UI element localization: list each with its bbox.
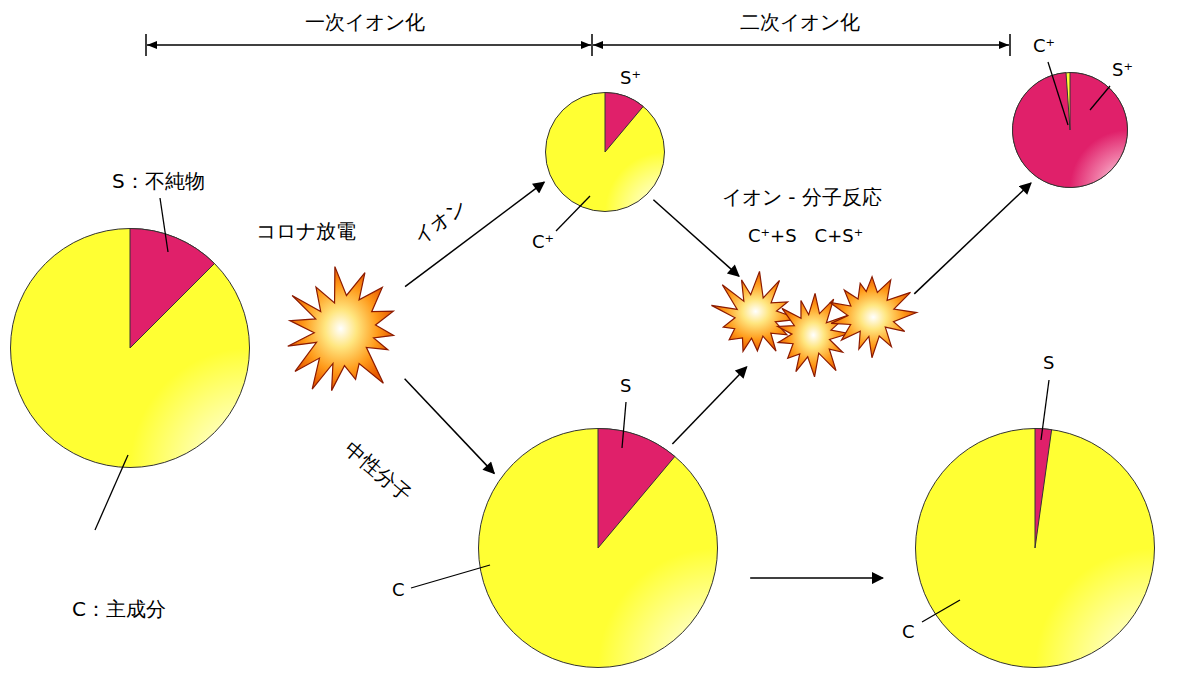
flow-arrow xyxy=(672,367,746,444)
impurity-wedge xyxy=(1012,73,1127,188)
pie-shape xyxy=(10,228,250,468)
main-component-area xyxy=(1013,73,1128,188)
bracket-tick xyxy=(591,34,593,56)
impurity-wedge xyxy=(598,429,675,549)
node-label: C：主成分 xyxy=(72,598,166,621)
node-label: C⁺ xyxy=(532,232,554,253)
node-label: イオン - 分子反応 xyxy=(722,186,882,209)
leader-line xyxy=(411,565,490,588)
pie-chart: S：不純物C：主成分 xyxy=(10,228,250,468)
pie-shape xyxy=(915,428,1155,668)
burst-star xyxy=(288,267,394,391)
bracket-arrowhead xyxy=(999,41,1009,49)
bracket-line xyxy=(593,44,1009,46)
flow-arrow xyxy=(750,577,883,579)
discharge-burst: イオン - 分子反応C⁺+S C+S⁺ xyxy=(705,268,920,372)
pie-shape xyxy=(545,92,665,212)
bracket-arrowhead xyxy=(147,41,157,49)
edge-label: 中性分子 xyxy=(338,436,417,508)
flow-arrow xyxy=(405,379,495,474)
bracket-arrowhead xyxy=(581,41,591,49)
leader-line xyxy=(160,198,168,252)
pie-shape xyxy=(1012,72,1128,188)
node-label: S⁺ xyxy=(1112,60,1133,81)
impurity-wedge xyxy=(1035,429,1052,549)
main-component-area xyxy=(916,429,1155,668)
pie-chart: S⁺C⁺ xyxy=(545,92,665,212)
bracket-tick xyxy=(1009,34,1011,56)
main-component-area xyxy=(11,229,250,468)
flow-arrow xyxy=(405,182,544,287)
leader-line xyxy=(1048,62,1068,125)
node-label: C⁺+S C+S⁺ xyxy=(748,226,863,247)
pie-shape xyxy=(478,428,718,668)
node-label: C⁺ xyxy=(1033,36,1055,57)
discharge-burst: コロナ放電 xyxy=(265,265,420,400)
node-label: コロナ放電 xyxy=(256,220,356,243)
burst-shape xyxy=(265,265,420,400)
burst-shape xyxy=(705,268,920,372)
impurity-wedge xyxy=(605,93,643,153)
leader-line xyxy=(556,196,590,231)
leader-line xyxy=(95,455,128,530)
main-component-area xyxy=(479,429,718,668)
main-component-area xyxy=(546,93,665,212)
burst-star xyxy=(830,277,917,358)
pie-chart: SC xyxy=(478,428,718,668)
bracket-arrowhead xyxy=(593,41,603,49)
leader-line xyxy=(922,600,960,622)
node-label: C xyxy=(392,580,405,601)
impurity-wedge xyxy=(130,229,214,349)
bracket-tick xyxy=(145,34,147,56)
node-label: C xyxy=(902,622,915,643)
pie-chart: SC xyxy=(915,428,1155,668)
node-label: S：不純物 xyxy=(112,170,205,193)
node-label: S xyxy=(620,376,631,397)
section-label: 一次イオン化 xyxy=(303,11,427,34)
leader-line xyxy=(1090,86,1110,110)
node-label: S⁺ xyxy=(620,68,641,89)
flow-arrow xyxy=(653,200,739,276)
bracket-line xyxy=(147,44,591,46)
flow-arrow xyxy=(914,183,1031,294)
leader-line xyxy=(622,402,626,448)
section-label: 二次イオン化 xyxy=(738,11,862,34)
leader-line xyxy=(1041,380,1049,440)
edge-label: イオン xyxy=(408,194,473,251)
pie-chart: C⁺S⁺ xyxy=(1012,72,1128,188)
node-label: S xyxy=(1043,353,1054,374)
